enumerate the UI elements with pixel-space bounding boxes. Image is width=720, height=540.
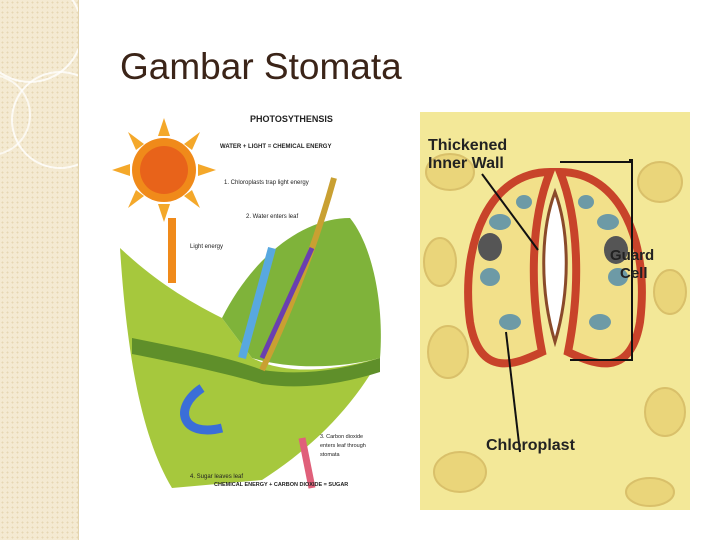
photosynthesis-heading: PHOTOSYTHENSIS: [250, 114, 333, 124]
sun-icon: [112, 118, 216, 222]
leaf-cross-section: [132, 338, 380, 387]
pointer-guard: [560, 159, 633, 361]
label-guard-2: Cell: [620, 265, 648, 282]
step-3-line-2: enters leaf through: [320, 443, 366, 449]
step-1-label: 1. Chloroplasts trap light energy: [224, 180, 309, 186]
stoma-diagram: Thickened Inner Wall Guard Cell Chloropl…: [420, 112, 690, 510]
sugar-arrow: [180, 384, 224, 435]
sidebar-circles-decoration: [0, 0, 78, 169]
equation-top: WATER + LIGHT = CHEMICAL ENERGY: [220, 144, 331, 150]
slide-title: Gambar Stomata: [120, 46, 402, 87]
label-guard-1: Guard: [610, 247, 654, 264]
guard-cell-left: [464, 167, 556, 368]
guard-cell-right: [554, 167, 646, 368]
water-arrow: [238, 246, 276, 360]
leaf-upper: [222, 218, 381, 367]
label-thickened-1: Thickened: [428, 137, 507, 154]
co2-arrow: [298, 437, 316, 489]
light-energy-label: Light energy: [190, 244, 223, 250]
nucleus-right: [604, 236, 628, 264]
pointer-chloroplast: [505, 331, 521, 453]
nucleus-left: [478, 233, 502, 261]
epidermal-cells: [423, 153, 687, 507]
label-thickened-2: Inner Wall: [428, 155, 504, 172]
step-3-line-1: 3. Carbon dioxide: [320, 434, 363, 440]
chloroplasts: [480, 195, 628, 330]
step-2-label: 2. Water enters leaf: [246, 214, 298, 220]
pointer-thickened: [481, 173, 539, 251]
step-3-line-3: stomata: [320, 452, 341, 458]
decorative-sidebar: [0, 0, 79, 540]
energy-arrow: [259, 246, 315, 360]
equation-bottom: CHEMICAL ENERGY + CARBON DIOXIDE = SUGAR: [214, 482, 348, 488]
step-4-label: 4. Sugar leaves leaf: [190, 474, 243, 480]
stoma-pore: [542, 187, 568, 348]
label-chloroplast: Chloroplast: [486, 437, 576, 454]
photosynthesis-diagram: PHOTOSYTHENSIS WATER + LIGHT = CHEMICAL …: [112, 114, 381, 489]
leaf-stem: [259, 177, 337, 372]
